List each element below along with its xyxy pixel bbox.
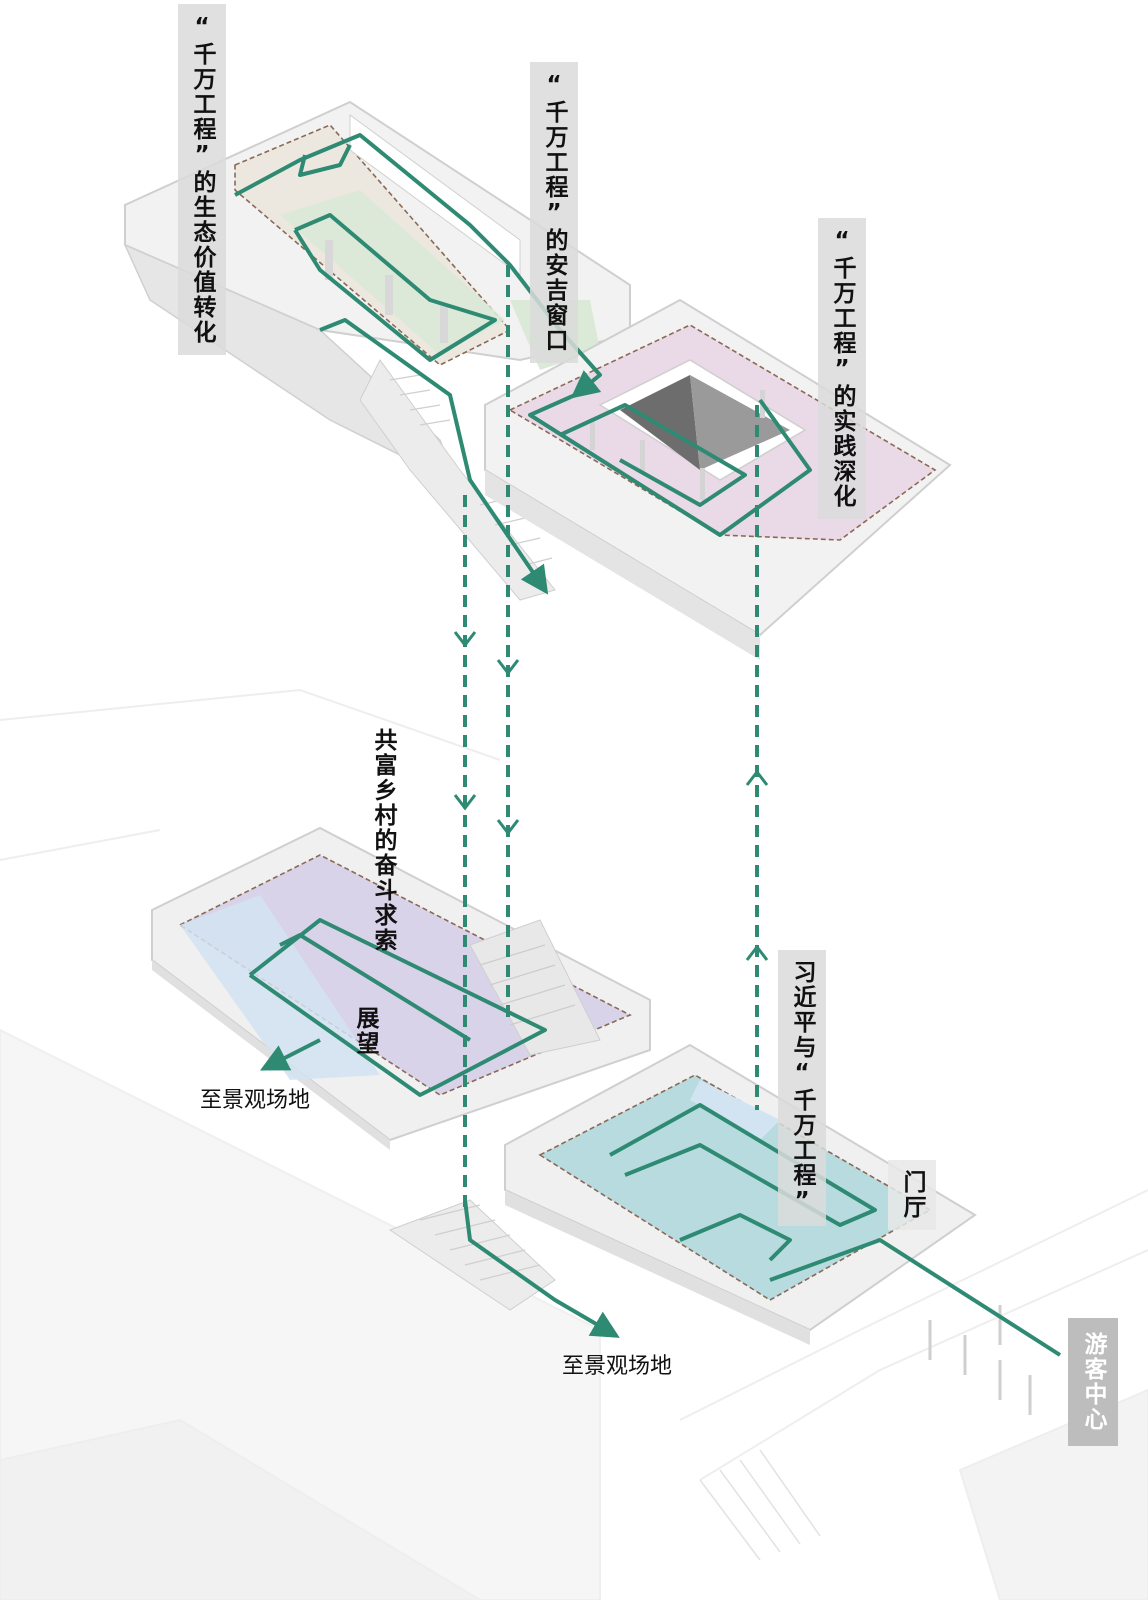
label-xi-project: 习近平与“千万工程” bbox=[778, 950, 826, 1226]
label-scenic-site-1: 至景观场地 bbox=[200, 1088, 311, 1113]
lower-right-wing bbox=[388, 1043, 1032, 1415]
label-practice: “千万工程”的实践深化 bbox=[818, 218, 866, 519]
label-lookout: 展望 bbox=[352, 1006, 378, 1056]
lower-left-wing bbox=[151, 826, 651, 1150]
label-anji-window: “千万工程”的安吉窗口 bbox=[530, 62, 578, 363]
direction-chevrons bbox=[453, 631, 769, 961]
label-visitor-center: 游客中心 bbox=[1068, 1318, 1118, 1446]
vertical-connections bbox=[463, 265, 759, 1215]
circulation-routes bbox=[234, 133, 1062, 1357]
label-eco-value: “千万工程”的生态价值转化 bbox=[178, 4, 226, 355]
label-common-prosperity: 共富乡村的奋斗求索 bbox=[370, 728, 396, 953]
label-scenic-site-2: 至景观场地 bbox=[562, 1354, 673, 1379]
label-lobby: 门厅 bbox=[888, 1160, 936, 1230]
